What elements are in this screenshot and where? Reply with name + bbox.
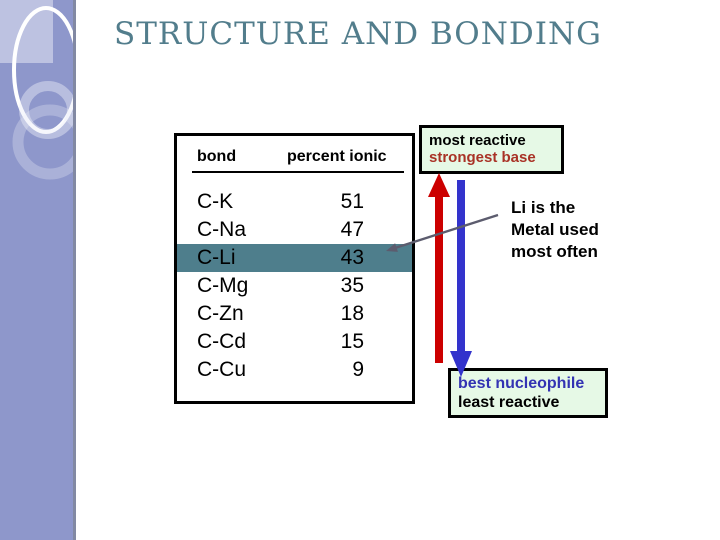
least-reactive-label: least reactive <box>458 394 560 411</box>
strongest-base-label: strongest base <box>429 149 536 166</box>
percent-value: 9 <box>352 358 364 381</box>
table-rows: C-K 51 C-Na 47 C-Li 43 C-Mg 35 C-Zn 18 C… <box>177 188 412 384</box>
percent-value: 18 <box>340 302 364 325</box>
sidebar-decoration <box>0 0 76 540</box>
decor-ring-upper <box>19 81 76 139</box>
down-arrow-blue <box>450 180 472 377</box>
bond-label: C-Na <box>197 218 247 241</box>
note-line-1: Li is the <box>511 198 576 217</box>
percent-value: 43 <box>340 246 364 269</box>
sidebar-border <box>73 0 76 540</box>
percent-value: 35 <box>340 274 364 297</box>
up-arrow-red <box>428 173 450 363</box>
decor-circle-white <box>12 6 76 134</box>
bond-label: C-Mg <box>197 274 249 297</box>
table-row: C-Zn 18 <box>177 300 412 328</box>
bond-label: C-Cu <box>197 358 247 381</box>
best-nucleophile-label: best nucleophile <box>458 375 585 392</box>
percent-value: 51 <box>340 190 364 213</box>
bond-label: C-Li <box>197 246 236 269</box>
decor-ring-lower <box>12 104 76 180</box>
note-line-3: most often <box>511 242 598 261</box>
table-row: C-Cu 9 <box>177 356 412 384</box>
table-row: C-K 51 <box>177 188 412 216</box>
table-row: C-Li 43 <box>177 244 412 272</box>
bond-label: C-K <box>197 190 234 213</box>
percent-value: 15 <box>340 330 364 353</box>
header-underline <box>192 171 404 173</box>
best-nucleophile-box: best nucleophile least reactive <box>448 368 608 418</box>
note-line-2: Metal used <box>511 220 599 239</box>
header-bond: bond <box>197 148 237 165</box>
header-percent-ionic: percent ionic <box>287 148 387 165</box>
most-reactive-label: most reactive <box>429 132 526 149</box>
table-row: C-Mg 35 <box>177 272 412 300</box>
bond-label: C-Zn <box>197 302 244 325</box>
table-row: C-Cd 15 <box>177 328 412 356</box>
table-header: bond percent ionic <box>177 148 412 166</box>
li-metal-note: Li is the Metal used most often <box>511 197 599 263</box>
most-reactive-box: most reactive strongest base <box>419 125 564 174</box>
sidebar-strip <box>0 0 76 540</box>
slide-title: STRUCTURE AND BONDING <box>114 16 602 52</box>
bond-label: C-Cd <box>197 330 247 353</box>
sidebar-light-square <box>0 0 53 63</box>
bond-table: bond percent ionic C-K 51 C-Na 47 C-Li 4… <box>174 133 415 404</box>
percent-value: 47 <box>340 218 364 241</box>
table-row: C-Na 47 <box>177 216 412 244</box>
